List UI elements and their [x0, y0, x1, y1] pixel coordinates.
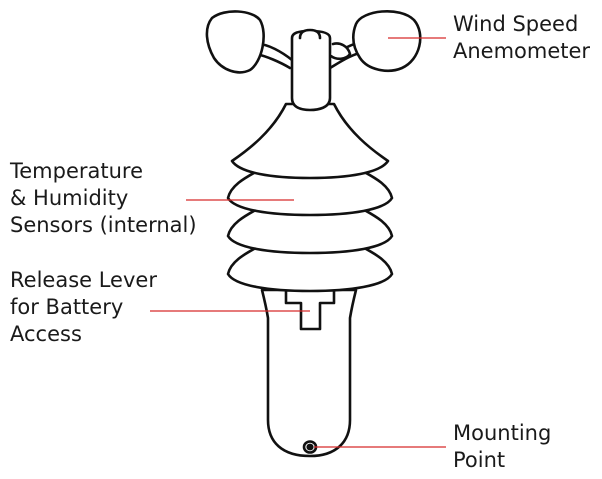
sensor-illustration — [205, 9, 422, 458]
label-release-lever: Release Lever for Battery Access — [10, 267, 157, 348]
label-line: Point — [453, 448, 506, 472]
shield-tier-1 — [230, 102, 390, 180]
anemometer-cap — [298, 28, 322, 40]
release-lever — [284, 287, 336, 331]
label-line: Sensors (internal) — [10, 213, 197, 237]
label-line: Release Lever — [10, 268, 157, 292]
anemometer-cup-back — [329, 42, 352, 61]
label-temperature-humidity-sensors: Temperature & Humidity Sensors (internal… — [10, 158, 197, 239]
label-line: Temperature — [10, 159, 144, 183]
label-line: Access — [10, 322, 82, 346]
label-wind-speed-anemometer: Wind Speed Anemometer — [453, 11, 590, 65]
label-line: Wind Speed — [453, 12, 579, 36]
anemometer-hub — [290, 29, 332, 112]
anemometer-cup-right — [352, 9, 422, 72]
label-line: Mounting — [453, 421, 552, 445]
anemometer-cup-left — [205, 10, 265, 74]
label-line: Anemometer — [453, 39, 591, 63]
label-line: for Battery — [10, 295, 124, 319]
label-line: & Humidity — [10, 186, 129, 210]
sensor-body — [260, 288, 358, 458]
label-mounting-point: Mounting Point — [453, 420, 551, 474]
leader-lines — [150, 37, 446, 448]
